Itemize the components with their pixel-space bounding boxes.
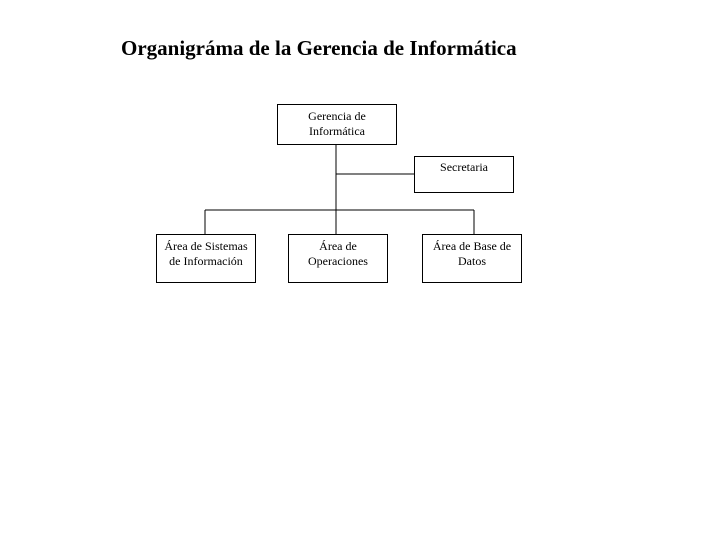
- node-base-datos-label: Área de Base de Datos: [432, 239, 512, 268]
- node-gerencia-label: Gerencia de Informática: [308, 109, 366, 138]
- node-operaciones: Área de Operaciones: [288, 234, 388, 283]
- node-gerencia: Gerencia de Informática: [277, 104, 397, 145]
- node-sistemas-label: Área de Sistemas de Información: [164, 239, 248, 268]
- node-base-datos: Área de Base de Datos: [422, 234, 522, 283]
- node-sistemas: Área de Sistemas de Información: [156, 234, 256, 283]
- node-secretaria-label: Secretaria: [440, 160, 488, 174]
- node-secretaria: Secretaria: [414, 156, 514, 193]
- node-operaciones-label: Área de Operaciones: [308, 239, 368, 268]
- diagram-title: Organigráma de la Gerencia de Informátic…: [121, 36, 517, 60]
